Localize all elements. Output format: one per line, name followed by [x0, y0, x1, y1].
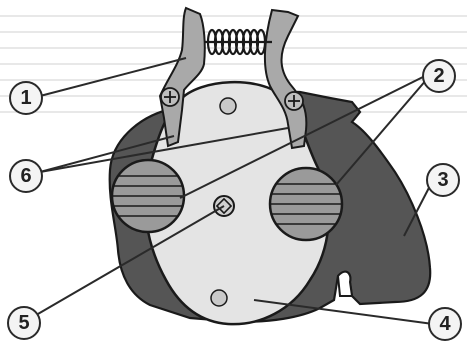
- callout-4: 4: [429, 308, 461, 340]
- plate-hole-bottom: [211, 290, 227, 306]
- housing-notch: [338, 272, 352, 296]
- callout-3: 3: [427, 164, 459, 196]
- right-pivot-screw: [285, 92, 303, 110]
- callout-4-label: 4: [439, 313, 451, 335]
- callout-6-label: 6: [20, 165, 31, 187]
- callout-5-label: 5: [18, 312, 29, 334]
- callout-1-label: 1: [20, 87, 31, 109]
- callout-5: 5: [8, 307, 40, 339]
- callout-2: 2: [423, 60, 455, 92]
- callout-2-label: 2: [433, 65, 444, 87]
- right-roller: [270, 168, 342, 240]
- plate-hole-top: [220, 98, 236, 114]
- callout-3-label: 3: [437, 169, 448, 191]
- left-roller: [112, 160, 184, 232]
- coil-spring: [204, 30, 272, 54]
- callout-6: 6: [10, 160, 42, 192]
- callout-1: 1: [10, 82, 42, 114]
- left-pivot-screw: [161, 88, 179, 106]
